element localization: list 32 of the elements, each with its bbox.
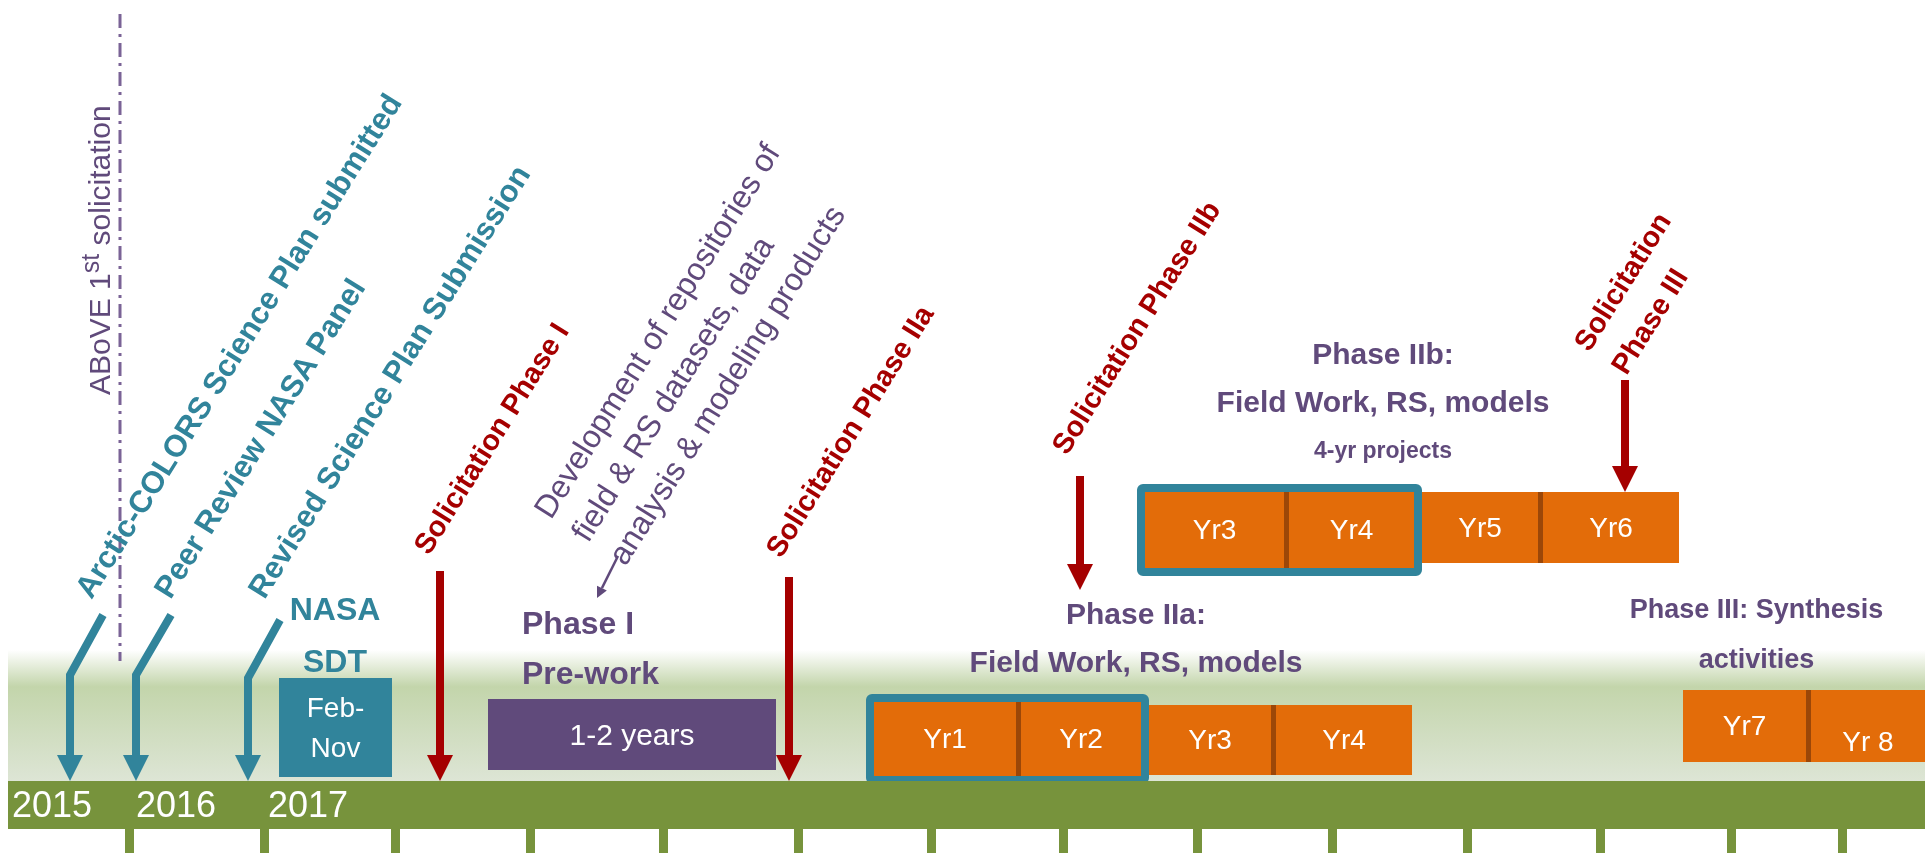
phase-heading: Pre-work xyxy=(522,654,660,693)
duration-bar: 1-2 years xyxy=(488,699,776,770)
phase-heading: 4-yr projects xyxy=(1312,436,1454,465)
arrow xyxy=(235,618,284,781)
phase-heading: Field Work, RS, models xyxy=(1215,384,1551,420)
highlight-frame xyxy=(866,694,1149,784)
timeline-bar xyxy=(8,781,1925,829)
year-label: 2017 xyxy=(268,783,349,827)
arrow xyxy=(123,612,175,781)
year-segment: Yr3 xyxy=(1149,705,1271,775)
year-segment: Yr7 xyxy=(1683,690,1806,762)
phase-heading: Field Work, RS, models xyxy=(968,644,1304,680)
arrow xyxy=(776,577,802,781)
year-segment: Yr2 xyxy=(1016,702,1141,776)
year-segment: Yr4 xyxy=(1284,492,1414,568)
date-box: Feb- Nov xyxy=(279,678,392,777)
phase-heading: Phase I xyxy=(522,604,636,643)
arrow xyxy=(597,555,620,598)
phase-heading: Phase IIa: xyxy=(1064,596,1208,632)
year-label: 2016 xyxy=(136,783,217,827)
year-segment: Yr5 xyxy=(1422,492,1538,563)
arrow xyxy=(57,613,107,781)
phase-heading: NASA SDT xyxy=(289,591,382,681)
year-segment: Yr4 xyxy=(1271,705,1412,775)
year-segment: Yr3 xyxy=(1145,492,1284,568)
year-segment: Yr6 xyxy=(1538,492,1679,563)
highlight-frame xyxy=(1137,484,1422,576)
arrow xyxy=(427,571,453,781)
year-label: 2015 xyxy=(12,783,93,827)
year-segment: Yr1 xyxy=(874,702,1016,776)
phase-heading: Phase III: Synthesis activities xyxy=(1628,593,1885,676)
year-segment: Yr 8 xyxy=(1806,690,1925,762)
